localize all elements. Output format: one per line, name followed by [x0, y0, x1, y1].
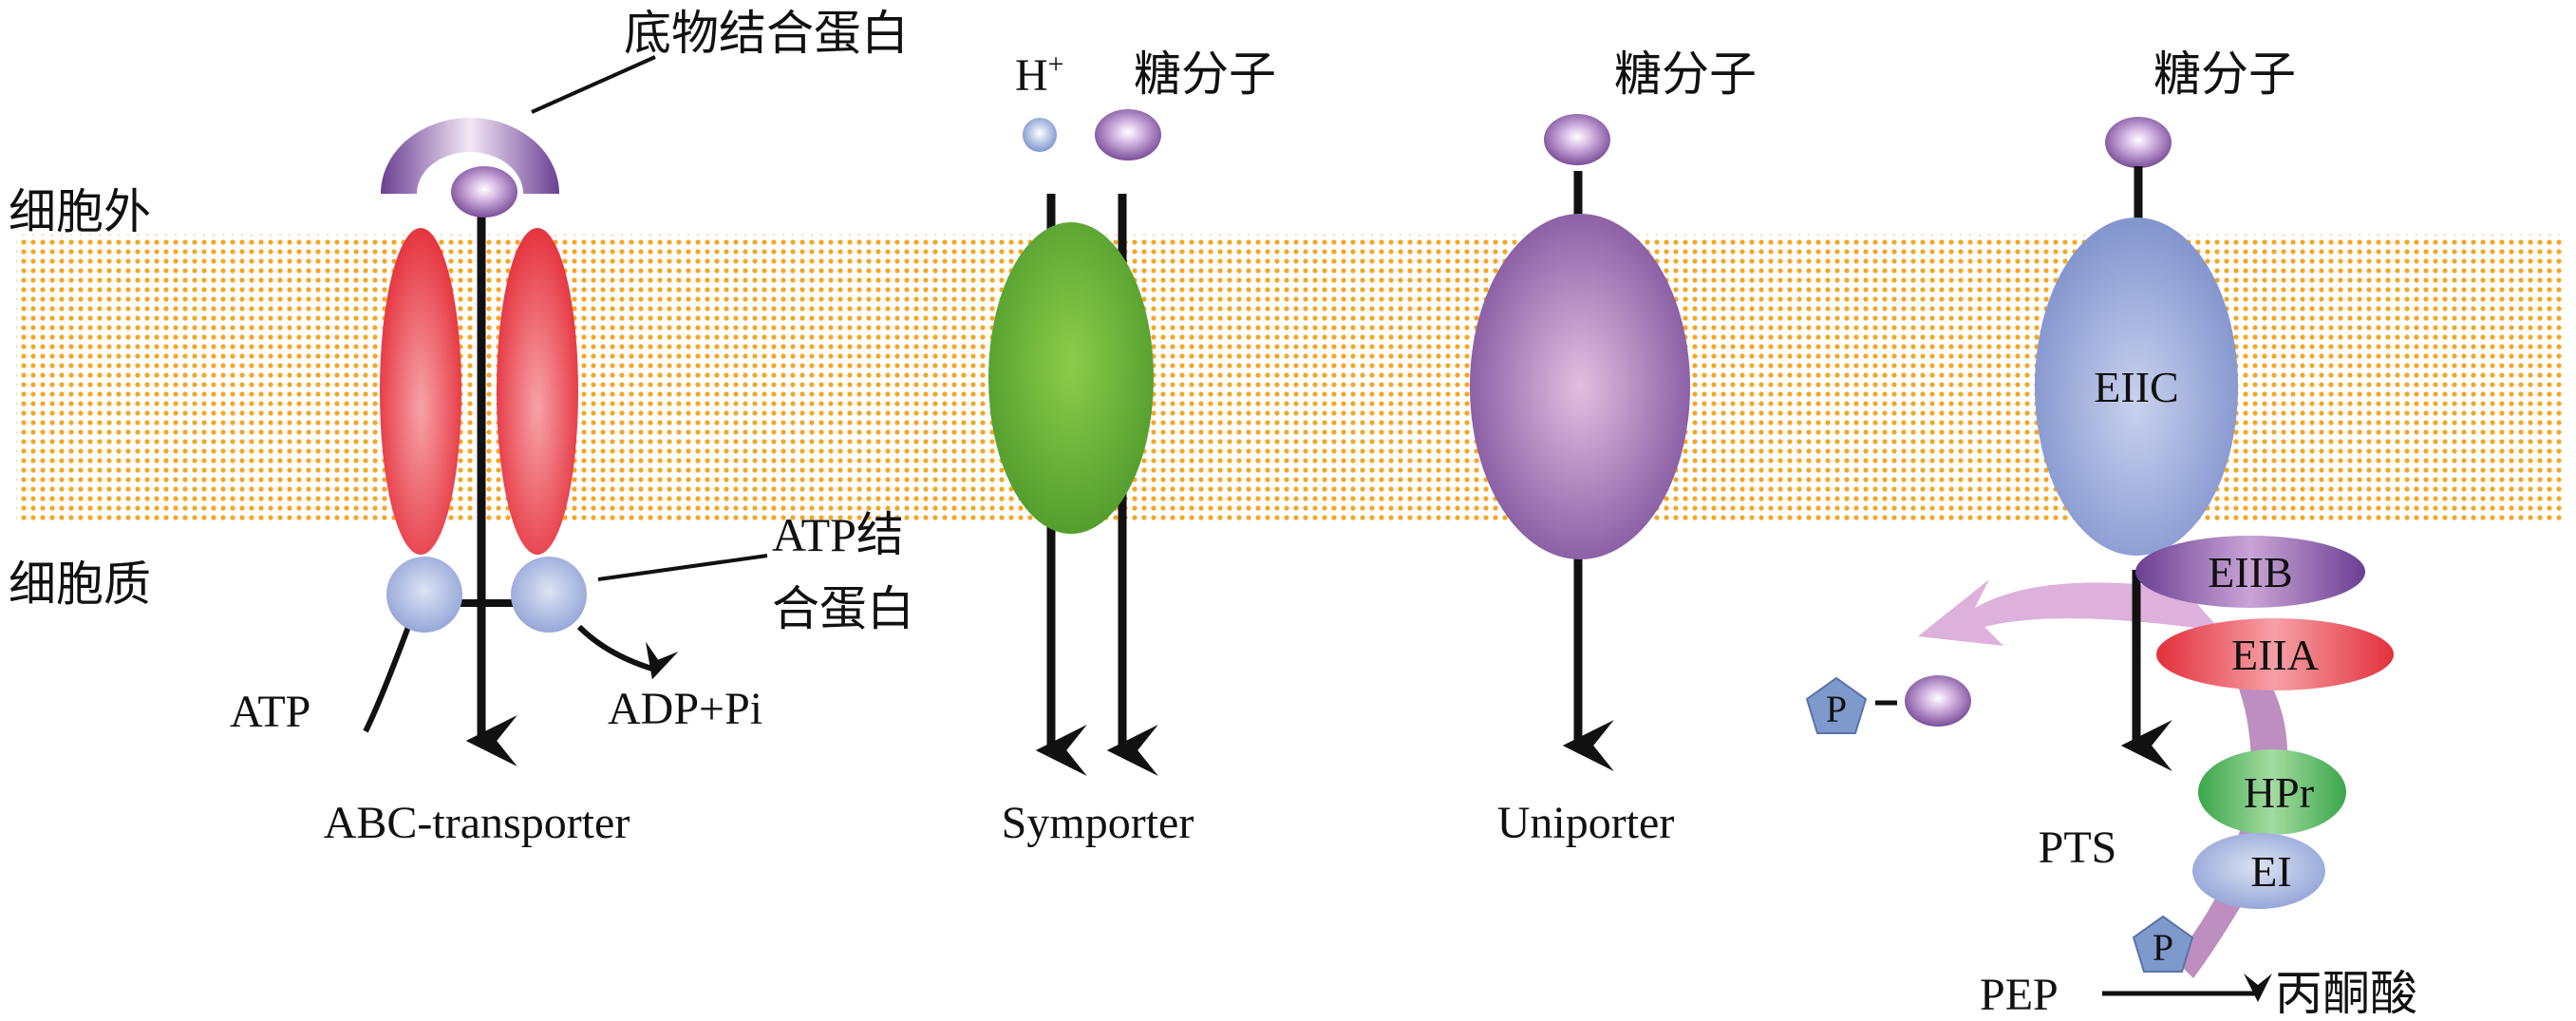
cytoplasm-label: 细胞质 — [9, 558, 151, 611]
atp-binding-protein-left — [386, 557, 462, 633]
pts-sugar-molecule — [2105, 117, 2172, 168]
eiic-protein — [2035, 217, 2238, 556]
hpr-label: HPr — [2244, 768, 2314, 817]
eiib-protein — [2135, 536, 2365, 608]
uniporter-protein — [1470, 214, 1690, 559]
uniporter-sugar-label: 糖分子 — [1614, 47, 1757, 101]
substrate-binding-protein — [381, 118, 559, 194]
atp-label: ATP — [230, 687, 310, 737]
phosphorylation-flow-arrow — [1918, 579, 2222, 646]
uniporter-title: Uniporter — [1497, 798, 1675, 848]
atp-binding-protein-right — [511, 557, 587, 633]
ei-protein — [2192, 833, 2325, 909]
abc-membrane-subunit-left — [380, 228, 461, 555]
proton-charge: + — [1048, 48, 1064, 80]
atp-hydrolysis-in — [363, 625, 411, 733]
phosphate-icon — [1805, 676, 1868, 734]
phosphate-transfer-band — [2174, 665, 2288, 978]
atp-hydrolysis-out — [576, 624, 679, 680]
pep-phosphate-icon — [2132, 915, 2194, 973]
symporter-sugar-label: 糖分子 — [1134, 47, 1276, 101]
proton-symbol: H — [1015, 50, 1048, 101]
symporter-title: Symporter — [1002, 798, 1194, 848]
eiia-protein — [2156, 618, 2394, 690]
phosphorylated-sugar — [1905, 675, 1971, 727]
substrate-binding-protein-label: 底物结合蛋白 — [624, 7, 909, 60]
eiic-label: EIIC — [2094, 363, 2178, 411]
atp-binding-pointer — [597, 554, 768, 581]
extracellular-label: 细胞外 — [9, 185, 151, 238]
symporter: H+ 糖分子 Symporter — [988, 47, 1276, 848]
uniporter: 糖分子 Uniporter — [1470, 47, 1757, 848]
pts-system: 糖分子 EIIC EIIB EIIA HPr EI P PTS P PEP 丙酮… — [1805, 47, 2417, 1020]
atp-binding-protein-label-line2: 合蛋白 — [772, 582, 914, 635]
pyruvate-label: 丙酮酸 — [2275, 967, 2417, 1020]
symporter-protein — [988, 222, 1154, 534]
eiib-label: EIIB — [2208, 548, 2292, 596]
proton-label: H+ — [1015, 48, 1064, 101]
hpr-protein — [2198, 749, 2346, 835]
phosphate-label: P — [1826, 688, 1847, 730]
substrate-binding-pointer — [531, 55, 656, 114]
eiia-label: EIIA — [2231, 631, 2319, 679]
atp-binding-protein-label-line1: ATP结 — [772, 508, 904, 561]
abc-transporter: 底物结合蛋白 ATP结 合蛋白 ATP ADP+Pi ABC-transport… — [230, 7, 914, 848]
ei-label: EI — [2250, 847, 2291, 896]
abc-transporter-title: ABC-transporter — [324, 798, 630, 848]
abc-membrane-subunit-right — [497, 228, 578, 555]
pep-phosphate-label: P — [2153, 926, 2173, 969]
substrate-molecule — [451, 166, 517, 217]
pep-label: PEP — [1980, 970, 2059, 1020]
adp-pi-label: ADP+Pi — [608, 684, 762, 734]
pts-sugar-label: 糖分子 — [2153, 47, 2296, 101]
symporter-sugar-molecule — [1095, 109, 1161, 161]
uniporter-sugar-molecule — [1544, 114, 1610, 165]
proton — [1023, 118, 1057, 152]
pts-title: PTS — [2039, 822, 2117, 873]
